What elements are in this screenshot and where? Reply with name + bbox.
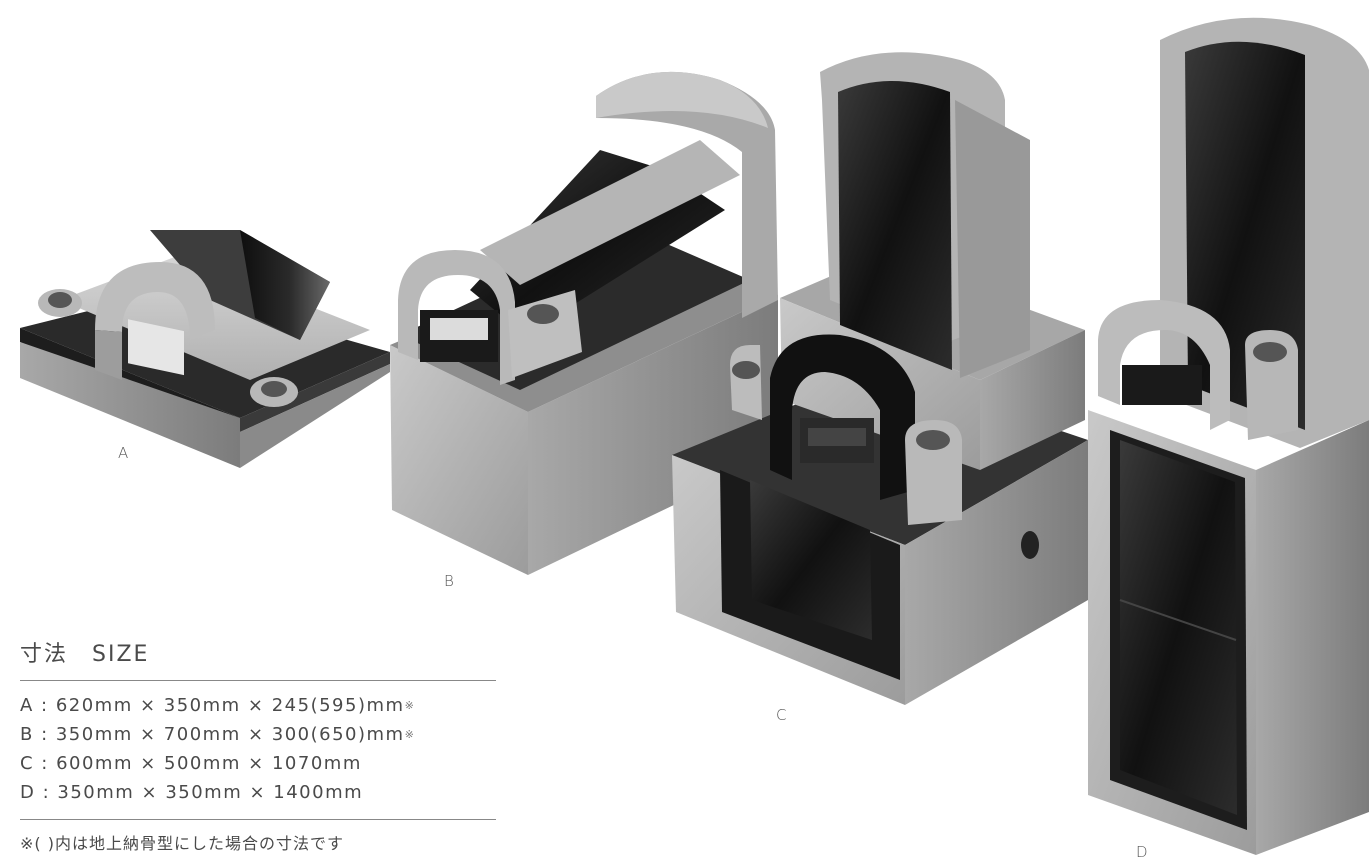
size-row-a: A : 620mm × 350mm × 245(595)mm※ <box>20 691 496 720</box>
model-label-a: A <box>118 444 129 462</box>
size-row-text: C : 600mm × 500mm × 1070mm <box>20 753 362 774</box>
size-row-d: D : 350mm × 350mm × 1400mm <box>20 778 496 807</box>
size-row-b: B : 350mm × 700mm × 300(650)mm※ <box>20 720 496 749</box>
size-list: A : 620mm × 350mm × 245(595)mm※ B : 350m… <box>20 691 496 820</box>
grave-model-b <box>390 71 778 575</box>
footnote-mark: ※ <box>404 728 416 741</box>
size-row-c: C : 600mm × 500mm × 1070mm <box>20 749 496 778</box>
grave-model-d <box>1088 17 1369 855</box>
model-label-c: C <box>776 706 787 724</box>
size-row-text: B : 350mm × 700mm × 300(650)mm <box>20 724 405 745</box>
size-footnote: ※( )内は地上納骨型にした場合の寸法です <box>20 834 344 853</box>
size-row-text: A : 620mm × 350mm × 245(595)mm <box>20 695 405 716</box>
size-title: 寸法 SIZE <box>20 636 496 681</box>
model-label-b: B <box>444 572 454 590</box>
model-label-d: D <box>1136 843 1148 861</box>
footnote-mark: ※ <box>404 699 416 712</box>
size-row-text: D : 350mm × 350mm × 1400mm <box>20 782 364 803</box>
grave-model-c <box>672 52 1088 705</box>
grave-model-a <box>20 230 390 468</box>
size-spec-panel: 寸法 SIZE A : 620mm × 350mm × 245(595)mm※ … <box>20 636 496 854</box>
